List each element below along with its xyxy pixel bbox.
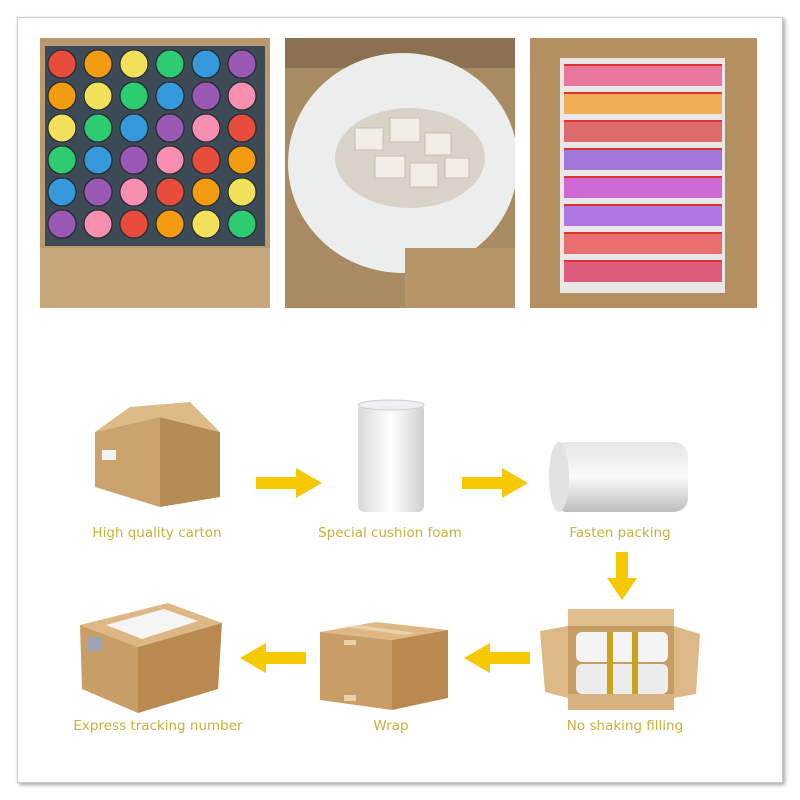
photo-rainbow-items-in-carton: [40, 38, 270, 308]
foam-roll-icon: [355, 398, 427, 516]
step-label-fasten-packing: Fasten packing: [569, 525, 671, 541]
arrow-right-icon: [256, 468, 322, 498]
step-label-express-tracking: Express tracking number: [73, 718, 243, 734]
wrapped-roll-icon: [545, 438, 693, 516]
step-label-carton: High quality carton: [92, 525, 222, 541]
arrow-left-icon: [240, 643, 306, 673]
photo-bagged-items-in-carton: [530, 38, 757, 308]
taped-box-icon: [316, 612, 452, 712]
arrow-down-icon: [607, 552, 637, 600]
step-label-no-shaking-filling: No shaking filling: [566, 718, 684, 734]
arrow-left-icon: [464, 643, 530, 673]
carton-box-icon: [90, 402, 224, 517]
open-box-with-rolls-icon: [540, 606, 702, 712]
step-label-cushion-foam: Special cushion foam: [318, 525, 462, 541]
step-label-wrap: Wrap: [373, 718, 409, 734]
photo-foam-pieces-in-bag: [285, 38, 515, 308]
arrow-right-icon: [462, 468, 528, 498]
labeled-box-icon: [78, 597, 224, 715]
